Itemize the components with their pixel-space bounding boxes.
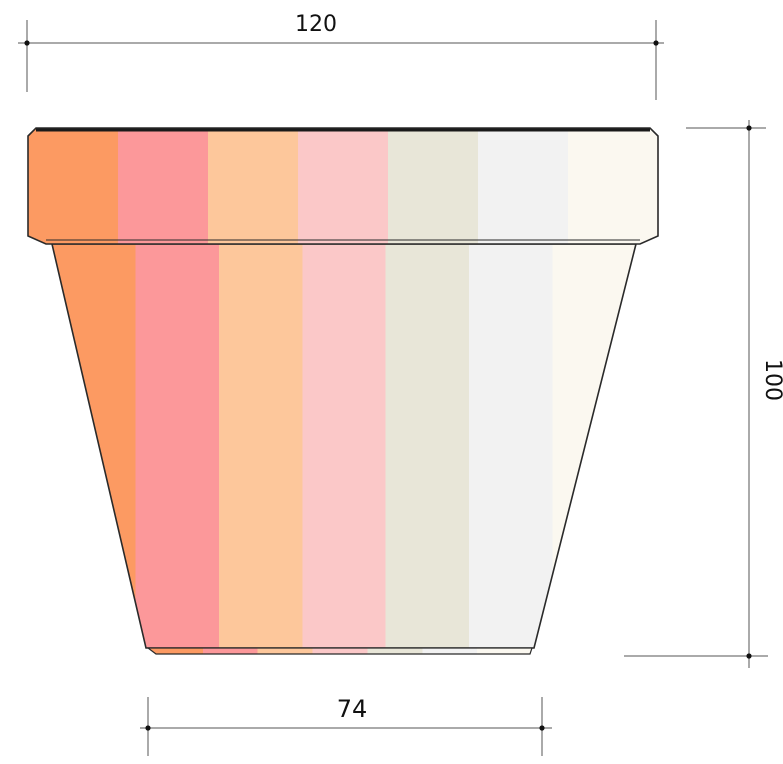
pot-body <box>50 243 638 649</box>
dim-end-right <box>539 725 545 731</box>
dim-end-bottom <box>746 653 752 659</box>
dim-end-top <box>746 125 752 131</box>
dim-end-right <box>653 40 659 46</box>
dim-end-left <box>145 725 151 731</box>
pot-rim <box>27 127 659 245</box>
dimension-top-width: 120 <box>18 12 664 100</box>
pot-rim-fill <box>27 127 659 245</box>
dimension-height: 100 <box>624 120 783 668</box>
pot-base <box>146 647 533 655</box>
pot-body-fill <box>50 243 638 649</box>
dim-end-left <box>24 40 30 46</box>
dimension-bottom-width: 74 <box>140 695 552 756</box>
dim-label-bottom-width: 74 <box>337 695 368 723</box>
dim-label-height: 100 <box>760 359 783 401</box>
dim-label-top-width: 120 <box>295 12 337 37</box>
pot-base-fill <box>146 647 533 655</box>
